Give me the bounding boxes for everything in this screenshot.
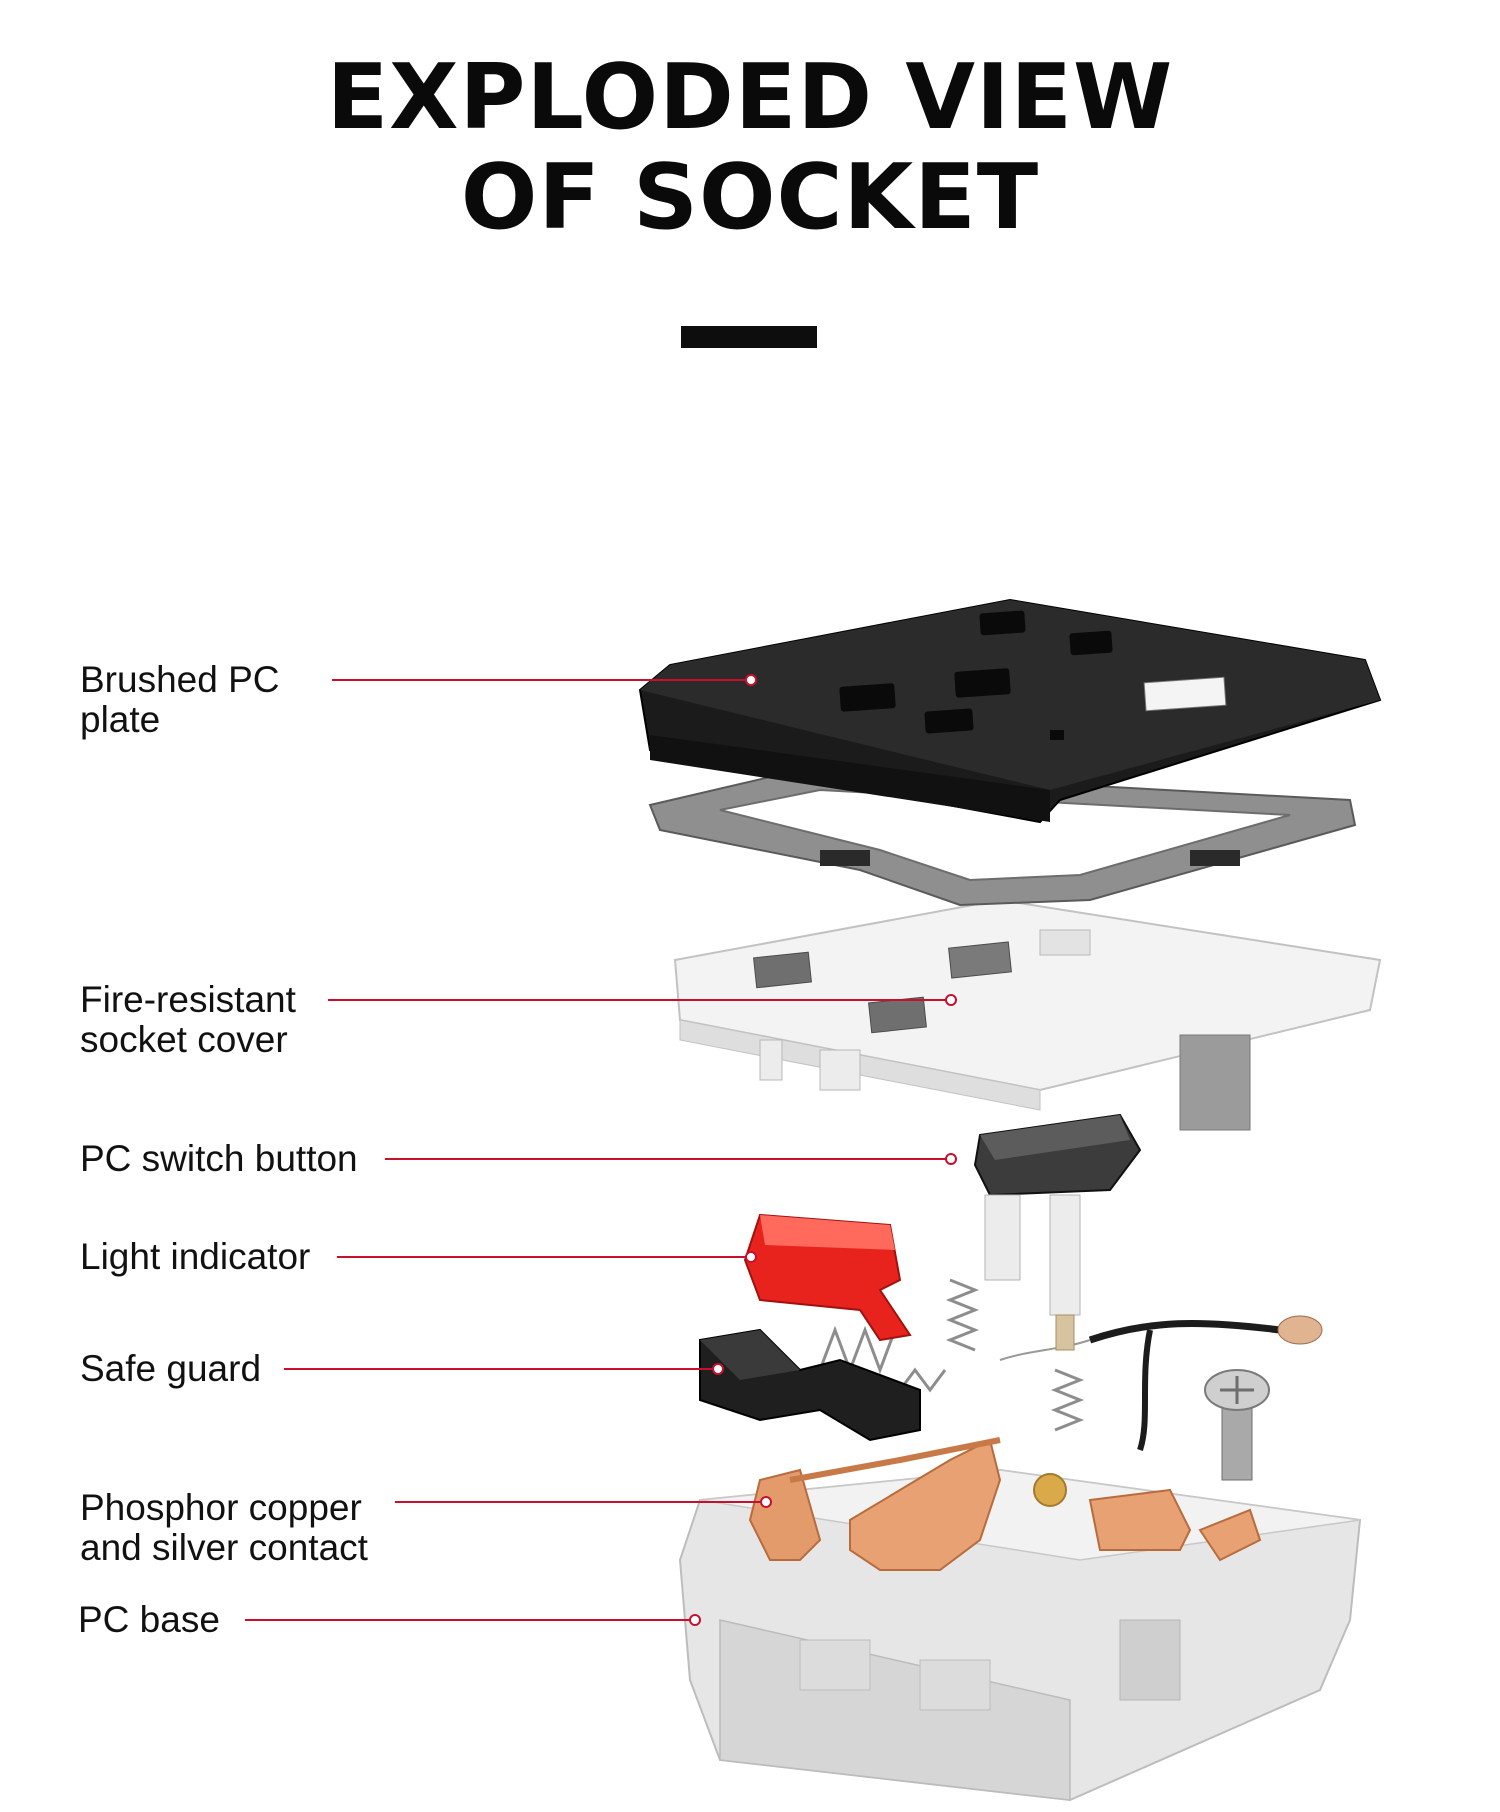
screw-part	[1204, 1369, 1270, 1481]
indicator-wires	[999, 1315, 1323, 1451]
title-line-2: OF SOCKET	[460, 145, 1040, 250]
marker-base	[689, 1614, 701, 1626]
label-indicator-line-1: Light indicator	[80, 1236, 311, 1277]
label-plate-line-2: plate	[80, 699, 161, 740]
switch-button-part	[973, 1113, 1142, 1351]
label-pc-base: PC base	[78, 1600, 220, 1640]
page-title: EXPLODED VIEW OF SOCKET	[0, 48, 1500, 248]
copper-contact-part	[748, 1437, 1262, 1571]
spring-parts	[818, 1278, 1085, 1432]
light-indicator-part	[743, 1213, 912, 1342]
label-cover-line-2: socket cover	[80, 1019, 288, 1060]
label-switch-line-1: PC switch button	[80, 1138, 358, 1179]
marker-contact	[760, 1496, 772, 1508]
label-cover-line-1: Fire-resistant	[80, 979, 296, 1020]
safe-guard-part	[699, 1328, 921, 1442]
label-contact-line-2: and silver contact	[80, 1527, 368, 1568]
marker-cover	[945, 994, 957, 1006]
label-contact-line-1: Phosphor copper	[80, 1487, 362, 1528]
leader-markers	[689, 674, 957, 1626]
label-brushed-pc-plate: Brushed PC plate	[80, 660, 280, 740]
label-switch-button: PC switch button	[80, 1139, 358, 1179]
marker-guard	[712, 1363, 724, 1375]
marker-indicator	[745, 1251, 757, 1263]
label-copper-contact: Phosphor copper and silver contact	[80, 1488, 368, 1568]
label-safe-guard: Safe guard	[80, 1349, 261, 1389]
leader-lines	[245, 679, 951, 1621]
label-base-line-1: PC base	[78, 1599, 220, 1640]
marker-plate	[745, 674, 757, 686]
title-underline	[681, 326, 817, 348]
pc-base-part	[678, 1468, 1362, 1802]
label-socket-cover: Fire-resistant socket cover	[80, 980, 296, 1060]
label-guard-line-1: Safe guard	[80, 1348, 262, 1389]
marker-switch	[945, 1153, 957, 1165]
label-light-indicator: Light indicator	[80, 1237, 310, 1277]
label-plate-line-1: Brushed PC	[80, 659, 280, 700]
brushed-plate-part	[638, 598, 1382, 824]
title-line-1: EXPLODED VIEW	[326, 45, 1174, 150]
socket-cover-part	[673, 898, 1382, 1131]
